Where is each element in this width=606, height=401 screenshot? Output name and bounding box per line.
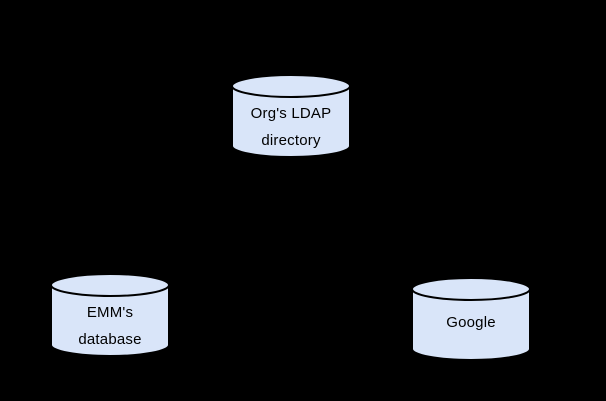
node-ldap-directory: Org's LDAP directory: [231, 74, 351, 158]
node-label-line: directory: [261, 132, 321, 149]
database-cylinder-icon: [50, 273, 170, 357]
database-cylinder-icon: [411, 277, 531, 361]
node-label-ldap: Org's LDAP directory: [231, 100, 351, 154]
database-cylinder-icon: [231, 74, 351, 158]
node-google: Google: [410, 277, 532, 361]
node-label-line: Google: [446, 314, 496, 331]
node-label-emm: EMM's database: [50, 299, 170, 353]
node-label-line: Org's LDAP: [250, 105, 332, 122]
node-label-line: database: [78, 331, 142, 348]
node-label-google: Google: [410, 309, 532, 336]
node-label-line: EMM's: [86, 304, 134, 321]
node-emm-database: EMM's database: [50, 273, 170, 357]
